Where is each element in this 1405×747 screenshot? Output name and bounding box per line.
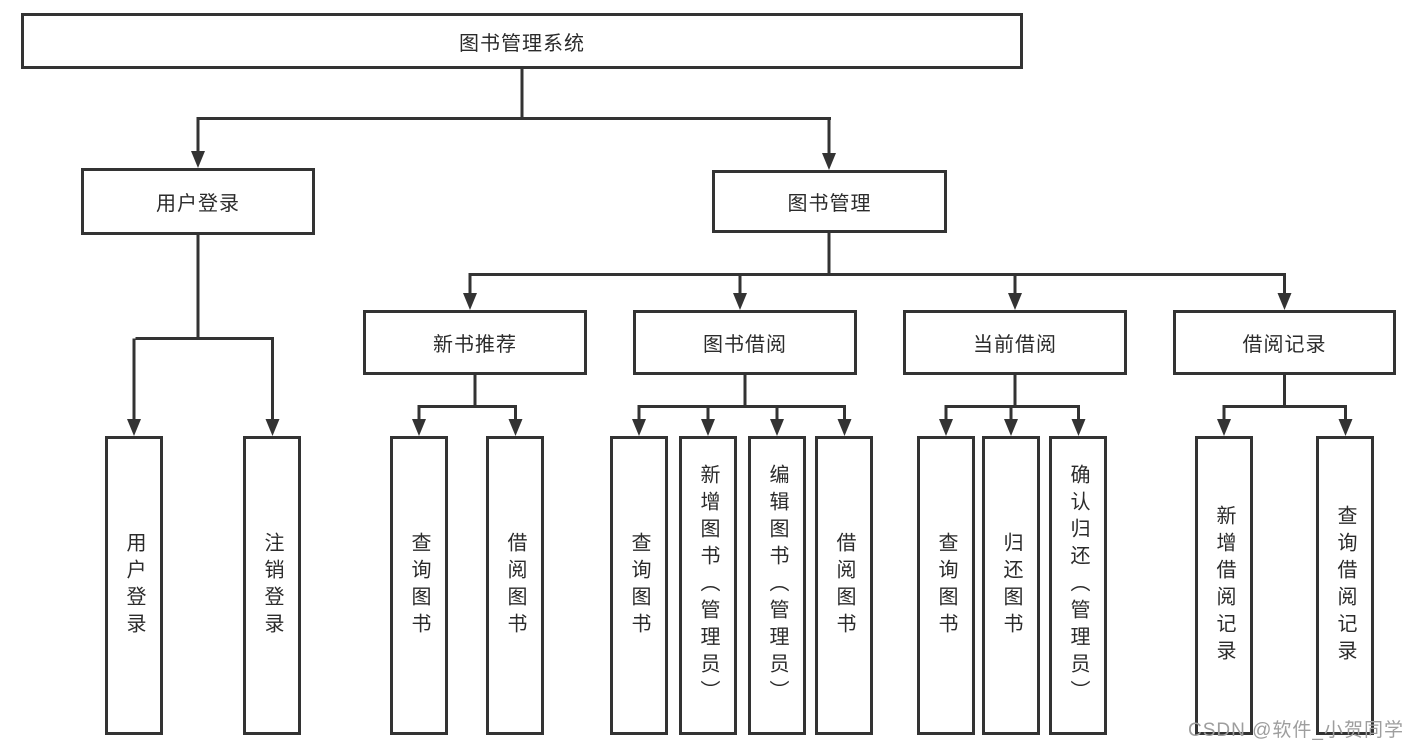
leaf-label: 借阅图书 — [833, 531, 855, 640]
leaf-query-books-borrowing: 查询图书 — [610, 436, 668, 735]
leaf-logout: 注销登录 — [243, 436, 301, 735]
node-label: 新书推荐 — [433, 334, 517, 356]
leaf-query-borrow-record: 查询借阅记录 — [1316, 436, 1374, 735]
node-library-management-system: 图书管理系统 — [21, 13, 1023, 69]
node-label: 借阅记录 — [1242, 334, 1327, 356]
connector-borrowing-records-children — [1217, 375, 1353, 436]
leaf-label: 借阅图书 — [504, 531, 526, 640]
node-book-management: 图书管理 — [712, 170, 947, 233]
leaf-confirm-return-admin: 确认归还（管理员） — [1049, 436, 1107, 735]
leaf-add-borrow-record: 新增借阅记录 — [1195, 436, 1253, 735]
node-label: 图书管理 — [787, 193, 872, 215]
connector-user-login-children — [127, 235, 280, 436]
leaf-user-login: 用户登录 — [105, 436, 163, 735]
connector-current-borrowing-children — [939, 375, 1086, 436]
node-book-borrowing: 图书借阅 — [633, 310, 857, 375]
node-label: 图书借阅 — [703, 334, 787, 356]
leaf-query-books-recommend: 查询图书 — [390, 436, 448, 735]
leaf-label: 用户登录 — [123, 531, 145, 640]
node-label: 图书管理系统 — [459, 32, 585, 55]
node-label: 用户登录 — [156, 193, 240, 215]
connector-book-management-children — [463, 233, 1292, 310]
node-borrowing-records: 借阅记录 — [1173, 310, 1396, 375]
leaf-query-books-current: 查询图书 — [917, 436, 975, 735]
leaf-label: 新增借阅记录 — [1213, 504, 1235, 667]
leaf-label: 确认归还（管理员） — [1067, 464, 1089, 707]
leaf-label: 查询借阅记录 — [1334, 504, 1356, 667]
leaf-add-book-admin: 新增图书（管理员） — [679, 436, 737, 735]
leaf-label: 新增图书（管理员） — [697, 464, 719, 707]
leaf-label: 查询图书 — [935, 531, 957, 640]
leaf-borrow-books-recommend: 借阅图书 — [486, 436, 544, 735]
leaf-edit-book-admin: 编辑图书（管理员） — [748, 436, 806, 735]
connector-root-to-level1 — [191, 67, 836, 170]
leaf-borrow-books-borrowing: 借阅图书 — [815, 436, 873, 735]
node-new-book-recommendation: 新书推荐 — [363, 310, 587, 375]
leaf-return-book: 归还图书 — [982, 436, 1040, 735]
csdn-watermark: CSDN @软件_小贺同学 — [1188, 720, 1404, 741]
leaf-label: 注销登录 — [261, 531, 283, 640]
leaf-label: 归还图书 — [1000, 531, 1022, 640]
leaf-label: 查询图书 — [408, 531, 430, 640]
leaf-label: 编辑图书（管理员） — [766, 464, 788, 707]
node-user-login: 用户登录 — [81, 168, 315, 235]
connector-new-book-recommendation-children — [412, 375, 523, 436]
leaf-label: 查询图书 — [628, 531, 650, 640]
connector-book-borrowing-children — [632, 375, 852, 436]
node-current-borrowing: 当前借阅 — [903, 310, 1127, 375]
node-label: 当前借阅 — [973, 334, 1057, 356]
